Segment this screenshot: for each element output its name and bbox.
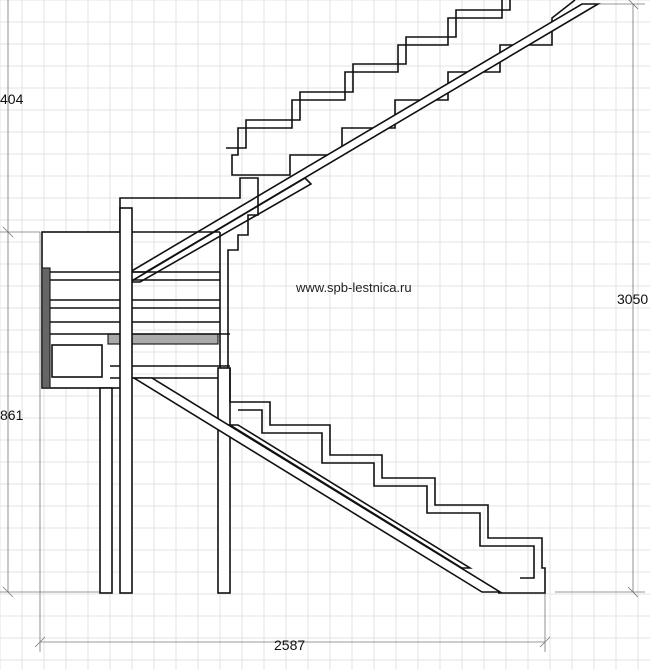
post-3 <box>217 367 231 594</box>
lower-flight-steps <box>229 368 546 594</box>
dim-total-width: 2587 <box>274 637 305 653</box>
dim-total-height: 3050 <box>617 291 648 307</box>
landing-frame <box>41 177 259 389</box>
lower-flight <box>131 368 546 594</box>
dim-upper-left: 404 <box>0 91 24 107</box>
post-1 <box>99 387 113 594</box>
dim-lower-left: 861 <box>0 407 24 423</box>
lower-stringer-inner <box>227 424 473 569</box>
landing-left-edge <box>41 267 51 389</box>
post-2 <box>119 207 133 594</box>
upper-stringer-inner <box>127 176 313 283</box>
lower-stringer <box>131 377 503 593</box>
landing-top-rail <box>119 177 259 272</box>
upper-flight-inner-steps <box>226 0 511 149</box>
watermark: www.spb-lestnica.ru <box>295 280 412 295</box>
landing-cutout <box>51 344 103 378</box>
dimension-lines <box>0 0 645 652</box>
lower-flight-inner-steps <box>238 409 535 579</box>
